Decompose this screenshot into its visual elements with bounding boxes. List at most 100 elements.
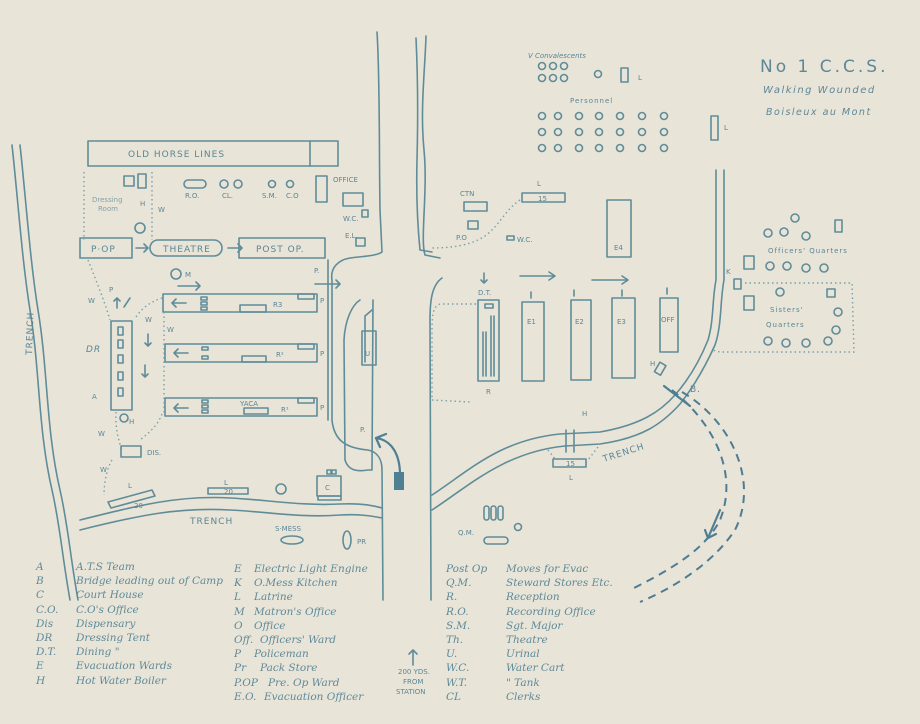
svg-text:E3: E3 — [617, 318, 626, 326]
svg-text:P·OP: P·OP — [91, 245, 116, 255]
svg-text:L: L — [537, 180, 541, 188]
svg-text:TRENCH: TRENCH — [189, 517, 233, 527]
svg-text:PR: PR — [357, 538, 366, 546]
road-network — [330, 31, 443, 601]
svg-text:OLD HORSE LINES: OLD HORSE LINES — [128, 150, 225, 160]
trench-bottom: TRENCH — [79, 496, 383, 531]
svg-text:Personnel: Personnel — [570, 97, 613, 105]
svg-text:R3: R3 — [273, 301, 282, 309]
officers-quarters — [743, 213, 843, 273]
svg-text:L: L — [128, 482, 132, 490]
convalescent-tents — [537, 61, 629, 83]
svg-text:No 1 C.C.S.: No 1 C.C.S. — [760, 57, 888, 77]
map-title: No 1 C.C.S. Walking Wounded Boisleux au … — [760, 57, 888, 118]
svg-text:Boisleux au Mont: Boisleux au Mont — [766, 107, 872, 118]
svg-text:W: W — [98, 430, 105, 438]
vehicle-icon — [394, 472, 404, 490]
evac-route — [629, 389, 728, 591]
svg-text:CL.: CL. — [222, 192, 233, 200]
ward-e1 — [521, 301, 545, 382]
ward-r1: YACA R¹ P — [164, 397, 324, 417]
svg-text:15: 15 — [538, 195, 547, 203]
svg-text:W: W — [158, 206, 165, 214]
urinal-hut — [361, 330, 377, 366]
svg-text:R²: R² — [276, 351, 284, 359]
svg-text:P: P — [320, 404, 324, 412]
svg-text:D.T.: D.T. — [478, 289, 491, 297]
svg-text:P.: P. — [314, 267, 319, 275]
svg-text:Officers' Quarters: Officers' Quarters — [768, 247, 848, 255]
dressing-tent: DR A — [86, 320, 133, 411]
svg-text:15: 15 — [566, 460, 575, 468]
svg-text:Q.M.: Q.M. — [458, 529, 474, 537]
ward-r2: R² P — [164, 343, 324, 363]
svg-text:W: W — [145, 316, 152, 324]
svg-text:P: P — [109, 286, 113, 294]
svg-text:P.: P. — [360, 426, 365, 434]
old-horse-lines: OLD HORSE LINES — [87, 140, 339, 167]
svg-text:W.C.: W.C. — [517, 236, 532, 244]
ward-e2 — [570, 299, 592, 381]
svg-text:R.O.: R.O. — [185, 192, 199, 200]
svg-text:E4: E4 — [614, 244, 623, 252]
svg-text:B.: B. — [690, 385, 701, 395]
personnel-tents — [537, 111, 719, 153]
court-house: C — [316, 469, 342, 501]
up-arrow-icon — [408, 649, 418, 666]
theatre-row: P·OP THEATRE POST OP. — [79, 237, 326, 259]
svg-text:Dressing: Dressing — [92, 196, 123, 204]
svg-text:Sisters': Sisters' — [770, 306, 804, 314]
svg-text:L: L — [224, 479, 228, 487]
svg-text:K: K — [726, 268, 731, 276]
svg-text:P.O: P.O — [456, 234, 467, 242]
svg-text:L: L — [638, 74, 642, 82]
officers-ward — [659, 297, 679, 353]
svg-text:20: 20 — [224, 488, 233, 496]
svg-text:H: H — [129, 418, 134, 426]
svg-text:L: L — [569, 474, 573, 482]
svg-text:DIS.: DIS. — [147, 449, 161, 457]
svg-text:Walking Wounded: Walking Wounded — [763, 85, 876, 96]
ward-e4 — [606, 199, 632, 258]
svg-text:Quarters: Quarters — [766, 321, 805, 329]
svg-text:P: P — [320, 297, 324, 305]
svg-text:200 YDS.: 200 YDS. — [398, 668, 430, 676]
svg-text:FROM: FROM — [403, 678, 423, 686]
svg-text:W: W — [100, 466, 107, 474]
arrow-path — [374, 436, 402, 477]
latrine-20-left: L 20 — [107, 482, 156, 510]
arrow-icon — [703, 508, 722, 540]
trench-left: TRENCH — [11, 144, 79, 601]
svg-text:OFFICE: OFFICE — [333, 176, 358, 184]
svg-text:TRENCH: TRENCH — [601, 442, 646, 465]
svg-text:L: L — [724, 124, 728, 132]
svg-text:TRENCH: TRENCH — [25, 312, 37, 357]
svg-text:C: C — [325, 484, 330, 492]
ward-r3: R3 P — [162, 293, 324, 313]
svg-text:20: 20 — [134, 502, 143, 510]
svg-text:CTN: CTN — [460, 190, 474, 198]
svg-text:A: A — [92, 393, 97, 401]
admin-huts — [183, 175, 369, 247]
ward-e3 — [611, 297, 636, 379]
svg-text:R: R — [486, 388, 491, 396]
svg-text:YACA: YACA — [239, 400, 258, 408]
svg-text:DR: DR — [86, 345, 101, 355]
svg-text:P: P — [320, 350, 324, 358]
sisters-quarters — [763, 287, 843, 348]
svg-text:H: H — [650, 360, 655, 368]
svg-text:C.O: C.O — [286, 192, 299, 200]
svg-text:H: H — [140, 200, 145, 208]
svg-text:E2: E2 — [575, 318, 584, 326]
dining-tent — [477, 299, 500, 382]
svg-text:M: M — [185, 271, 191, 279]
svg-text:H: H — [582, 410, 587, 418]
svg-text:V Convalescents: V Convalescents — [528, 52, 586, 60]
svg-text:S·MESS: S·MESS — [275, 525, 302, 533]
svg-text:E1: E1 — [527, 318, 536, 326]
svg-text:S.M.: S.M. — [262, 192, 277, 200]
